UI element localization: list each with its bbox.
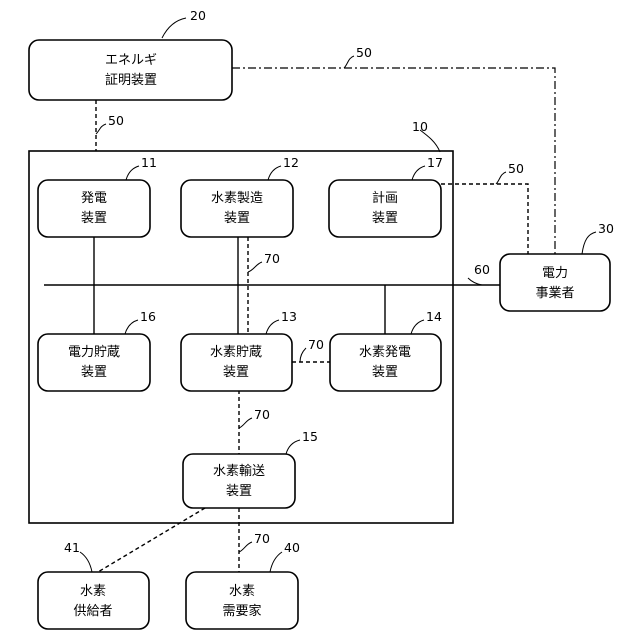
ref-15: 15	[302, 429, 318, 444]
energy-cert-device: エネルギ 証明装置	[29, 40, 232, 100]
leader-70-gen	[300, 348, 306, 362]
power-storage-device: 電力貯蔵 装置	[38, 334, 150, 391]
ref-12: 12	[283, 155, 299, 170]
comm-line-planning-to-utility	[441, 184, 528, 254]
energy-cert-label-2: 証明装置	[105, 73, 157, 88]
h2-line-transport-to-supplier	[98, 508, 205, 572]
leader-13	[266, 320, 279, 334]
h2-storage-device: 水素貯蔵 装置	[181, 334, 292, 391]
ref-17: 17	[427, 155, 443, 170]
ref-13: 13	[281, 309, 297, 324]
ref-70-transport: 70	[254, 407, 270, 422]
h2-power-gen-device: 水素発電 装置	[330, 334, 441, 391]
h2-consumer-label-1: 水素	[229, 584, 255, 599]
ref-11: 11	[141, 155, 157, 170]
ref-70-consumer: 70	[254, 531, 270, 546]
power-gen-device: 発電 装置	[38, 180, 150, 237]
ref-40: 40	[284, 540, 300, 555]
leader-50-left	[96, 124, 106, 134]
leader-12	[268, 166, 281, 180]
leader-17	[412, 166, 425, 180]
leader-60	[468, 278, 482, 285]
ref-20: 20	[190, 8, 206, 23]
h2-production-label-1: 水素製造	[211, 191, 263, 206]
h2-transport-device: 水素輸送 装置	[183, 454, 295, 508]
leader-41	[80, 552, 92, 572]
ref-70-gen: 70	[308, 337, 324, 352]
ref-50-top: 50	[356, 45, 372, 60]
leader-50-top	[344, 56, 354, 68]
h2-production-device: 水素製造 装置	[181, 180, 293, 237]
ref-60: 60	[474, 262, 490, 277]
h2-storage-label-2: 装置	[223, 365, 249, 380]
leader-15	[286, 440, 300, 454]
ref-41: 41	[64, 540, 80, 555]
ref-10: 10	[412, 119, 428, 134]
ref-14: 14	[426, 309, 442, 324]
ref-50-left: 50	[108, 113, 124, 128]
h2-power-gen-label-2: 装置	[372, 365, 398, 380]
leader-16	[125, 320, 138, 334]
ref-70-prod: 70	[264, 251, 280, 266]
planning-device: 計画 装置	[329, 180, 441, 237]
h2-transport-label-2: 装置	[226, 484, 252, 499]
h2-supplier-label-1: 水素	[80, 584, 106, 599]
utility-box: 電力 事業者	[500, 254, 610, 311]
h2-production-label-2: 装置	[224, 211, 250, 226]
ref-16: 16	[140, 309, 156, 324]
leader-40	[270, 552, 282, 572]
leader-11	[126, 166, 139, 180]
leader-14	[411, 320, 424, 334]
power-storage-label-2: 装置	[81, 365, 107, 380]
planning-label-1: 計画	[372, 190, 398, 206]
h2-supplier-label-2: 供給者	[73, 604, 112, 619]
energy-cert-label-1: エネルギ	[105, 53, 157, 68]
leader-20	[162, 18, 186, 38]
power-storage-label-1: 電力貯蔵	[68, 345, 120, 360]
h2-storage-label-1: 水素貯蔵	[210, 345, 262, 360]
h2-transport-label-1: 水素輸送	[213, 464, 265, 479]
leader-70-transport	[239, 418, 252, 428]
power-gen-label-1: 発電	[81, 191, 107, 206]
planning-label-2: 装置	[372, 211, 398, 226]
ref-50-right: 50	[508, 161, 524, 176]
leader-30	[582, 232, 596, 254]
utility-label-1: 電力	[542, 266, 568, 281]
ref-30: 30	[598, 221, 614, 236]
h2-consumer-label-2: 需要家	[222, 603, 261, 619]
power-gen-label-2: 装置	[81, 211, 107, 226]
leader-70-consumer	[239, 542, 252, 552]
utility-label-2: 事業者	[535, 285, 574, 301]
h2-power-gen-label-1: 水素発電	[359, 345, 411, 360]
leader-70-prod	[248, 262, 262, 272]
leader-50-right	[496, 172, 506, 184]
h2-supplier-box: 水素 供給者	[38, 572, 149, 629]
h2-consumer-box: 水素 需要家	[186, 572, 298, 629]
